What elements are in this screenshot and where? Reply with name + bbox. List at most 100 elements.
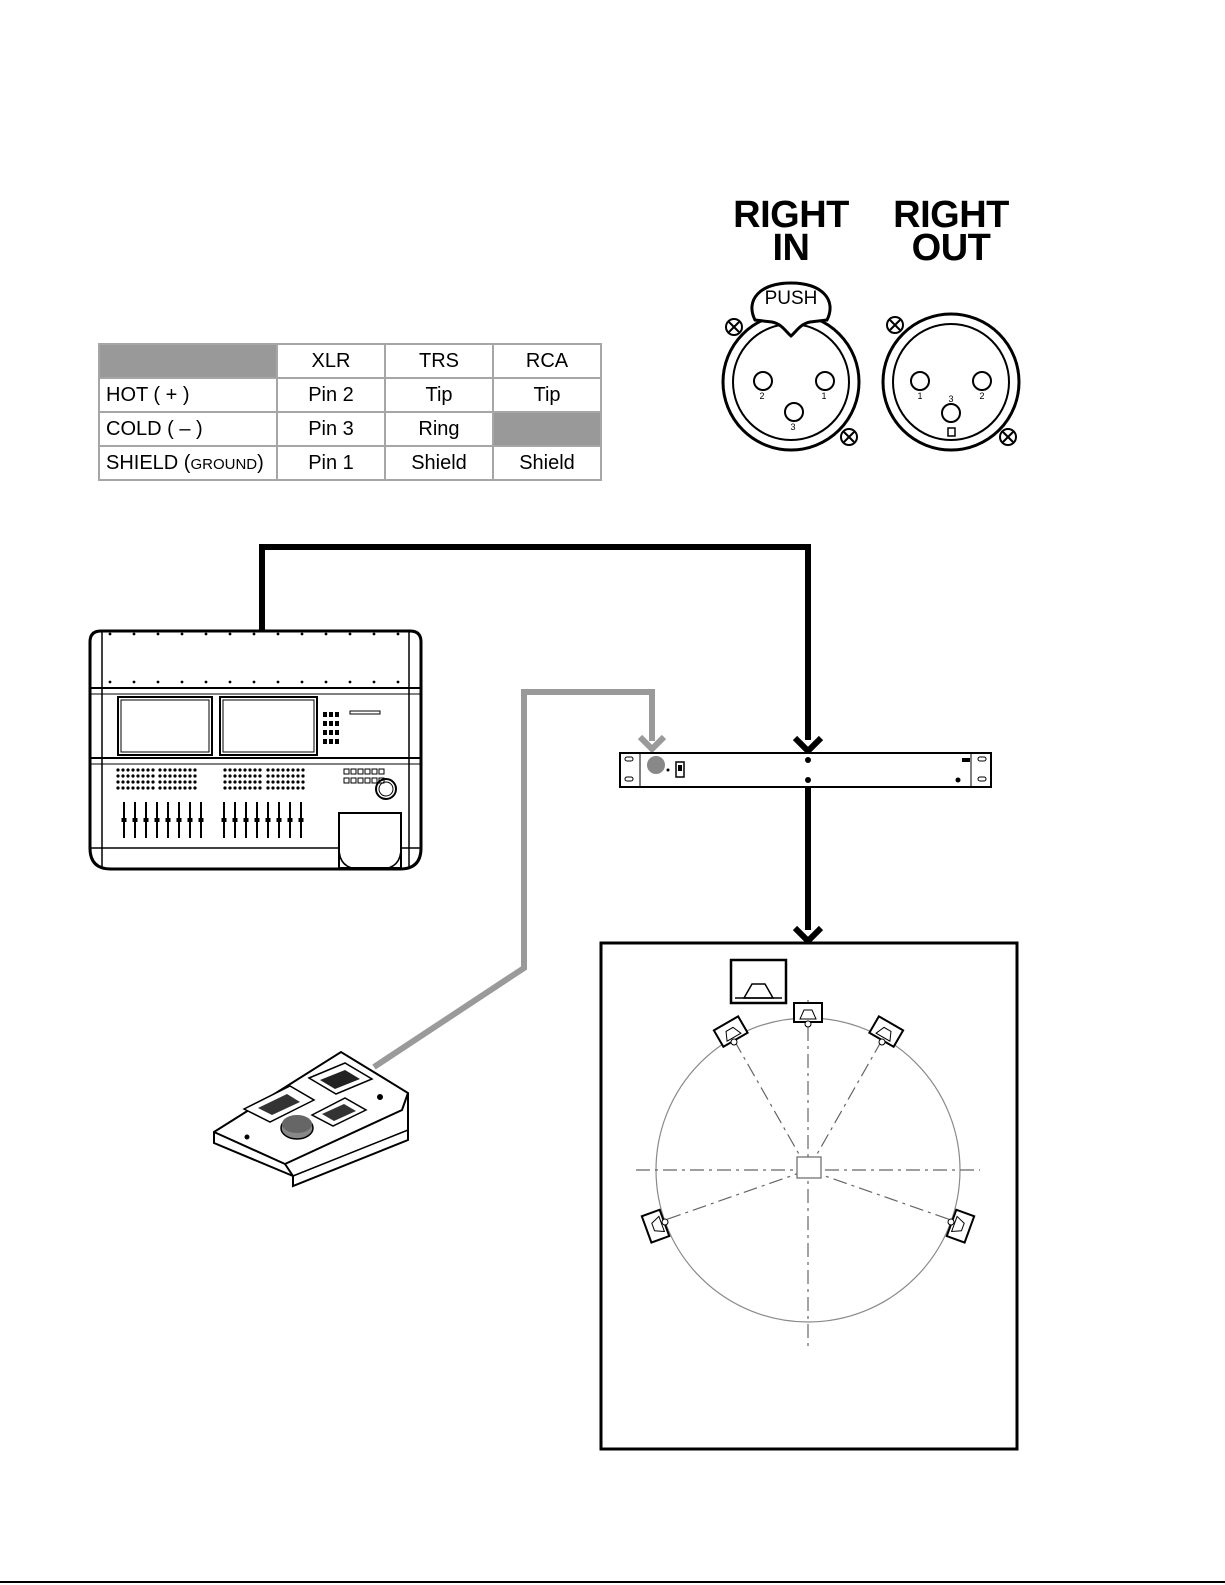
- screw-icon: [1000, 429, 1016, 445]
- console-button: [329, 712, 333, 717]
- knob-dot: [291, 786, 294, 789]
- pin-label: 2: [979, 391, 984, 401]
- knob-dot: [238, 768, 241, 771]
- knob-dot: [163, 768, 166, 771]
- knob-dot: [183, 774, 186, 777]
- bass-management-unit-icon: [620, 753, 991, 787]
- screw-dot: [325, 633, 328, 636]
- pin-label: 1: [917, 391, 922, 401]
- screw-icon: [726, 319, 742, 335]
- knob-dot: [141, 786, 144, 789]
- knob-dot: [193, 768, 196, 771]
- knob-dot: [163, 774, 166, 777]
- knob-dot: [136, 774, 139, 777]
- screw-dot: [349, 633, 352, 636]
- pin-label: 3: [948, 394, 953, 404]
- fader-cap: [199, 818, 204, 822]
- fader-cap: [244, 818, 249, 822]
- console-button: [335, 712, 339, 717]
- pin-label: 1: [821, 391, 826, 401]
- knob-dot: [183, 768, 186, 771]
- screw-dot: [325, 681, 328, 684]
- knob-dot: [301, 786, 304, 789]
- speaker-layout-icon: [601, 943, 1017, 1449]
- knob-dot: [266, 780, 269, 783]
- knob-dot: [258, 768, 261, 771]
- console-button: [329, 739, 333, 744]
- knob-dot: [141, 768, 144, 771]
- knob-dot: [228, 786, 231, 789]
- screw-dot: [373, 681, 376, 684]
- knob-dot: [286, 768, 289, 771]
- knob-dot: [271, 780, 274, 783]
- knob-dot: [121, 780, 124, 783]
- screw-dot: [109, 633, 112, 636]
- knob-dot: [116, 780, 119, 783]
- knob-dot: [146, 774, 149, 777]
- knob-dot: [276, 786, 279, 789]
- knob-dot: [228, 780, 231, 783]
- knob-dot: [193, 786, 196, 789]
- knob-dot: [183, 786, 186, 789]
- knob-dot: [243, 768, 246, 771]
- knob-dot: [233, 780, 236, 783]
- knob-dot: [126, 774, 129, 777]
- knob-dot: [291, 774, 294, 777]
- knob-dot: [173, 780, 176, 783]
- knob-dot: [291, 780, 294, 783]
- knob-dot: [158, 768, 161, 771]
- knob-dot: [178, 780, 181, 783]
- knob-dot: [258, 786, 261, 789]
- push-label: PUSH: [765, 288, 818, 309]
- fader-cap: [177, 818, 182, 822]
- fader-cap: [277, 818, 282, 822]
- knob-dot: [248, 780, 251, 783]
- console-button: [329, 730, 333, 735]
- fader-cap: [144, 818, 149, 822]
- knob-dot: [151, 780, 154, 783]
- knob-dot: [141, 780, 144, 783]
- knob-dot: [301, 768, 304, 771]
- knob-dot: [116, 768, 119, 771]
- knob-dot: [146, 780, 149, 783]
- fader-cap: [166, 818, 171, 822]
- xlr-male-connector-icon: 1 3 2: [883, 314, 1019, 450]
- knob-dot: [286, 780, 289, 783]
- knob-dot: [126, 786, 129, 789]
- screw-dot: [133, 633, 136, 636]
- knob-dot: [281, 786, 284, 789]
- fader-cap: [288, 818, 293, 822]
- screw-dot: [277, 681, 280, 684]
- knob-dot: [243, 786, 246, 789]
- knob-dot: [276, 780, 279, 783]
- knob-dot: [301, 774, 304, 777]
- knob-dot: [243, 780, 246, 783]
- knob-dot: [243, 774, 246, 777]
- knob-dot: [238, 774, 241, 777]
- knob-dot: [121, 786, 124, 789]
- fader-cap: [233, 818, 238, 822]
- knob-dot: [233, 774, 236, 777]
- knob-dot: [266, 768, 269, 771]
- knob-dot: [276, 774, 279, 777]
- knob-dot: [183, 780, 186, 783]
- knob-dot: [228, 768, 231, 771]
- screw-dot: [205, 633, 208, 636]
- knob-dot: [301, 780, 304, 783]
- screw-dot: [301, 633, 304, 636]
- knob-dot: [163, 780, 166, 783]
- knob-dot: [281, 780, 284, 783]
- knob-dot: [223, 786, 226, 789]
- console-button: [323, 721, 327, 726]
- knob-dot: [173, 768, 176, 771]
- knob-dot: [233, 786, 236, 789]
- knob-dot: [281, 774, 284, 777]
- screw-dot: [373, 633, 376, 636]
- knob-dot: [286, 774, 289, 777]
- knob-dot: [233, 768, 236, 771]
- knob-dot: [253, 774, 256, 777]
- fader-cap: [299, 818, 304, 822]
- screw-dot: [229, 633, 232, 636]
- screw-dot: [181, 681, 184, 684]
